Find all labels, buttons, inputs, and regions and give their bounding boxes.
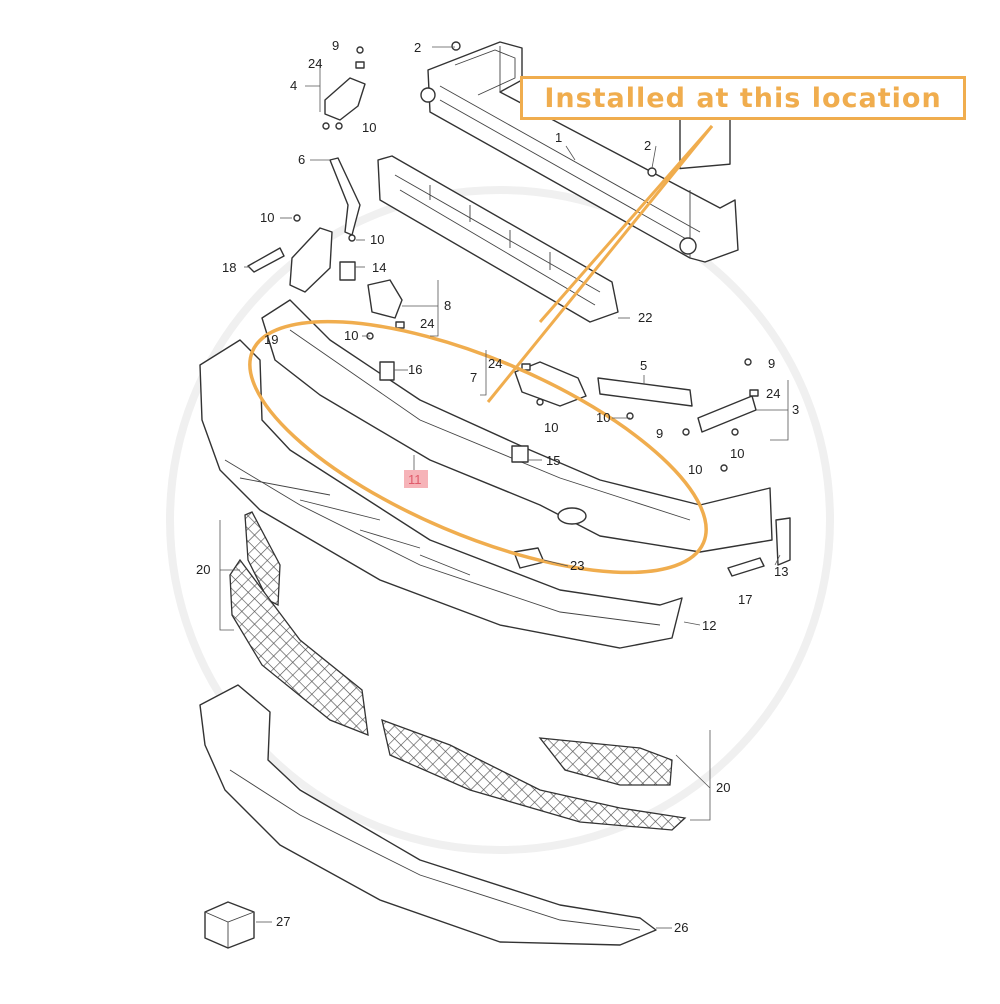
part-6-bracket — [329, 157, 361, 236]
part-labels: 2 1 2 9 24 4 10 6 10 10 18 14 8 24 10 22… — [196, 38, 799, 935]
part-20-right-grille — [538, 737, 673, 786]
label-8: 8 — [444, 298, 451, 313]
label-24: 24 — [488, 356, 502, 371]
label-24: 24 — [766, 386, 780, 401]
label-24: 24 — [420, 316, 434, 331]
part-1-impact-beam — [420, 41, 739, 263]
part-3-bracket — [697, 395, 757, 433]
label-6: 6 — [298, 152, 305, 167]
callout-pointer-2 — [538, 125, 714, 323]
label-23: 23 — [570, 558, 584, 573]
label-9: 9 — [332, 38, 339, 53]
label-19: 19 — [264, 332, 278, 347]
label-2: 2 — [644, 138, 651, 153]
label-17: 17 — [738, 592, 752, 607]
label-3: 3 — [792, 402, 799, 417]
label-11: 11 — [408, 472, 422, 487]
part-20-lower-grille-left — [229, 558, 369, 737]
callout-installed-location: Installed at this location — [520, 76, 966, 120]
part-5-bracket — [597, 377, 693, 407]
leader-lines — [219, 46, 789, 929]
part-11-bumper-trim — [261, 299, 773, 553]
label-12: 12 — [702, 618, 716, 633]
part-18-spacer — [247, 247, 285, 273]
part-17-spacer — [727, 557, 765, 577]
label-10: 10 — [362, 120, 376, 135]
label-18: 18 — [222, 260, 236, 275]
label-5: 5 — [640, 358, 647, 373]
label-9: 9 — [656, 426, 663, 441]
label-20: 20 — [716, 780, 730, 795]
label-11-highlight — [404, 470, 428, 488]
part-13-clip — [775, 517, 791, 566]
part-15-clip — [511, 445, 529, 463]
label-9: 9 — [768, 356, 775, 371]
label-13: 13 — [774, 564, 788, 579]
label-14: 14 — [372, 260, 386, 275]
part-22-energy-absorber — [377, 155, 619, 323]
part-14-clip — [339, 261, 356, 281]
label-15: 15 — [546, 453, 560, 468]
label-10: 10 — [260, 210, 274, 225]
label-16: 16 — [408, 362, 422, 377]
label-27: 27 — [276, 914, 290, 929]
label-26: 26 — [674, 920, 688, 935]
part-4-clip-bracket — [324, 77, 366, 121]
label-10: 10 — [688, 462, 702, 477]
label-4: 4 — [290, 78, 297, 93]
highlight-ellipse — [248, 319, 708, 575]
part-19-side-bracket — [289, 227, 333, 293]
part-20-center-grille — [381, 718, 687, 831]
part-12-bumper-cover — [199, 339, 683, 649]
label-10: 10 — [544, 420, 558, 435]
watermark-ring — [166, 186, 834, 854]
part-16-clip — [379, 361, 395, 381]
label-10: 10 — [730, 446, 744, 461]
label-22: 22 — [638, 310, 652, 325]
callout-pointer-1 — [486, 125, 714, 403]
part-26-front-lip — [199, 684, 657, 946]
part-27-kit-box — [204, 901, 255, 949]
label-7: 7 — [470, 370, 477, 385]
label-20: 20 — [196, 562, 210, 577]
part-8-bracket — [367, 279, 403, 319]
callout-text: Installed at this location — [544, 82, 942, 114]
label-10: 10 — [344, 328, 358, 343]
label-10: 10 — [596, 410, 610, 425]
label-1: 1 — [555, 130, 562, 145]
label-24: 24 — [308, 56, 322, 71]
label-2: 2 — [414, 40, 421, 55]
part-20-side-grille-left — [244, 511, 281, 607]
label-10: 10 — [370, 232, 384, 247]
